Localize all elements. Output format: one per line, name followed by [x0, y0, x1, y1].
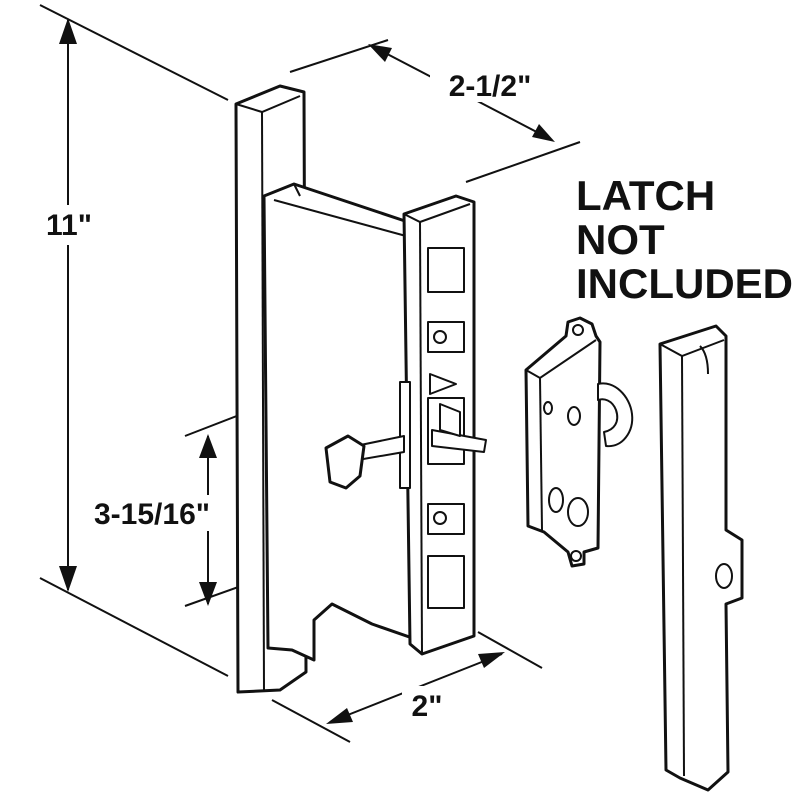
height-arrow-bottom	[59, 566, 77, 592]
latch-body	[524, 316, 602, 568]
face-plate-front-edge	[419, 221, 423, 655]
width-arrow-right	[478, 652, 505, 668]
latch-mount-hole-left	[548, 487, 564, 513]
depth-arrow-right	[532, 124, 555, 142]
latch-cam-hole	[567, 406, 581, 426]
hole-spacing-label: 3-15/16"	[94, 498, 210, 531]
lever-knob	[324, 434, 366, 490]
latch-mechanism	[524, 316, 634, 568]
hole-spacing-label-bg	[84, 495, 224, 531]
lower-screw-hole	[433, 511, 447, 525]
note-line-1: LATCH	[576, 172, 715, 219]
width-extension-right	[477, 631, 543, 669]
keeper-screw-hole	[715, 563, 733, 589]
depth-extension-left	[289, 39, 389, 73]
latch-mount-hole-right	[567, 497, 589, 527]
latch-front-edge	[539, 377, 543, 531]
note-line-2: NOT	[576, 216, 665, 263]
depth-label: 2-1/2"	[449, 70, 532, 103]
width-arrow-left	[326, 708, 353, 724]
hole-spacing-arrow-bottom	[199, 582, 217, 606]
width-label-bg	[402, 686, 452, 722]
lower-slot	[427, 555, 465, 609]
height-label: 11"	[46, 209, 92, 242]
width-extension-left	[271, 699, 351, 743]
depth-dimension: 2-1/2"	[289, 39, 581, 183]
upper-screw-hole	[433, 330, 447, 344]
inside-plate	[262, 182, 420, 662]
latch-note: LATCH NOT INCLUDED	[576, 172, 793, 307]
height-extension-bottom	[39, 577, 229, 677]
keeper-lip	[699, 345, 709, 375]
keeper-strike	[658, 324, 744, 792]
depth-label-bg	[430, 66, 548, 102]
width-dimension: 2"	[271, 631, 543, 743]
hole-spacing-arrow-top	[199, 434, 217, 458]
pull-handle-front-edge	[261, 111, 265, 693]
inside-plate-top-edge	[273, 199, 407, 237]
lever-pivot	[439, 403, 461, 437]
keeper-body	[658, 324, 744, 792]
height-label-bg	[40, 205, 98, 245]
latch-pin-hole	[543, 401, 553, 415]
height-dimension: 11"	[39, 4, 229, 677]
note-line-3: INCLUDED	[576, 260, 793, 307]
lever-tab	[431, 429, 487, 453]
latch-bottom-screw-hole	[570, 550, 582, 562]
height-arrow-top	[59, 18, 77, 44]
depth-arrow-left	[368, 44, 392, 62]
thumb-lever	[324, 381, 487, 490]
width-label: 2"	[412, 690, 443, 723]
inside-plate-top-lip	[293, 183, 301, 197]
depth-extension-right	[465, 141, 581, 183]
latch-top-screw-hole	[572, 324, 584, 336]
hole-spacing-dimension: 3-15/16"	[84, 337, 439, 607]
upper-slot	[427, 247, 465, 293]
lever-mount	[399, 381, 411, 489]
keeper-front-edge	[681, 355, 685, 777]
inside-plate-body	[262, 182, 420, 662]
latch-hook	[597, 382, 634, 448]
height-extension-top	[39, 4, 229, 101]
indicator-triangle	[429, 373, 457, 395]
